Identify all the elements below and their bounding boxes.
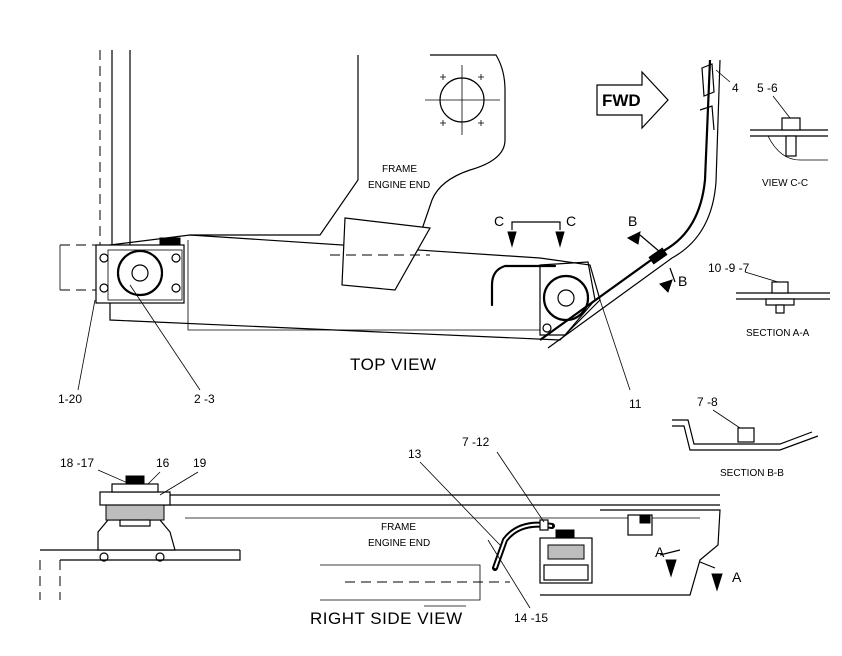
- view-cc: 5 -6 VIEW C-C: [750, 81, 828, 189]
- callout-10-9-7: 10 -9 -7: [708, 261, 750, 275]
- right-side-view: FRAME ENGINE END A A 18 -17 16 19 13 7 -…: [39, 435, 742, 628]
- frame-label-line2: ENGINE END: [368, 180, 430, 191]
- callout-14-15: 14 -15: [514, 611, 548, 625]
- top-view-title: TOP VIEW: [350, 355, 437, 374]
- fwd-label: FWD: [602, 91, 641, 110]
- frame-hole-icon: [425, 65, 500, 135]
- callout-7-8: 7 -8: [697, 395, 718, 409]
- fwd-arrow-icon: [596, 70, 669, 130]
- right-side-view-title: RIGHT SIDE VIEW: [310, 609, 463, 628]
- section-aa-title: SECTION A-A: [746, 328, 810, 339]
- section-aa: 10 -9 -7 SECTION A-A: [708, 261, 830, 339]
- left-isolator: [97, 475, 176, 562]
- frame-label-line1: FRAME: [382, 164, 417, 175]
- callout-19: 19: [193, 456, 207, 470]
- section-bb-title: SECTION B-B: [720, 468, 784, 479]
- callout-11: 11: [629, 397, 642, 411]
- callout-7-12: 7 -12: [462, 435, 490, 449]
- section-bb: 7 -8 SECTION B-B: [672, 395, 819, 479]
- left-mount: [95, 237, 185, 304]
- side-frame-label-line1: FRAME: [381, 522, 416, 533]
- callout-18-17: 18 -17: [60, 456, 94, 470]
- right-mount: [490, 261, 596, 336]
- side-frame-label-line2: ENGINE END: [368, 538, 430, 549]
- callout-5-6: 5 -6: [757, 81, 778, 95]
- callout-4: 4: [732, 81, 739, 95]
- section-a-left: A: [655, 544, 665, 560]
- callout-13: 13: [408, 447, 422, 461]
- section-a-right: A: [732, 569, 742, 585]
- section-b-top: B: [628, 213, 637, 229]
- top-view: FWD FRAME ENGINE END C C B B TOP VIEW 1-…: [58, 50, 739, 411]
- callout-2-3: 2 -3: [194, 392, 215, 406]
- section-b-bottom: B: [678, 273, 687, 289]
- section-c-right: C: [566, 213, 576, 229]
- callout-1-20: 1-20: [58, 392, 82, 406]
- right-isolator: [492, 514, 653, 584]
- callout-16: 16: [156, 456, 170, 470]
- top-right-clamp: [699, 63, 715, 131]
- view-cc-title: VIEW C-C: [762, 178, 808, 189]
- section-c-left: C: [494, 213, 504, 229]
